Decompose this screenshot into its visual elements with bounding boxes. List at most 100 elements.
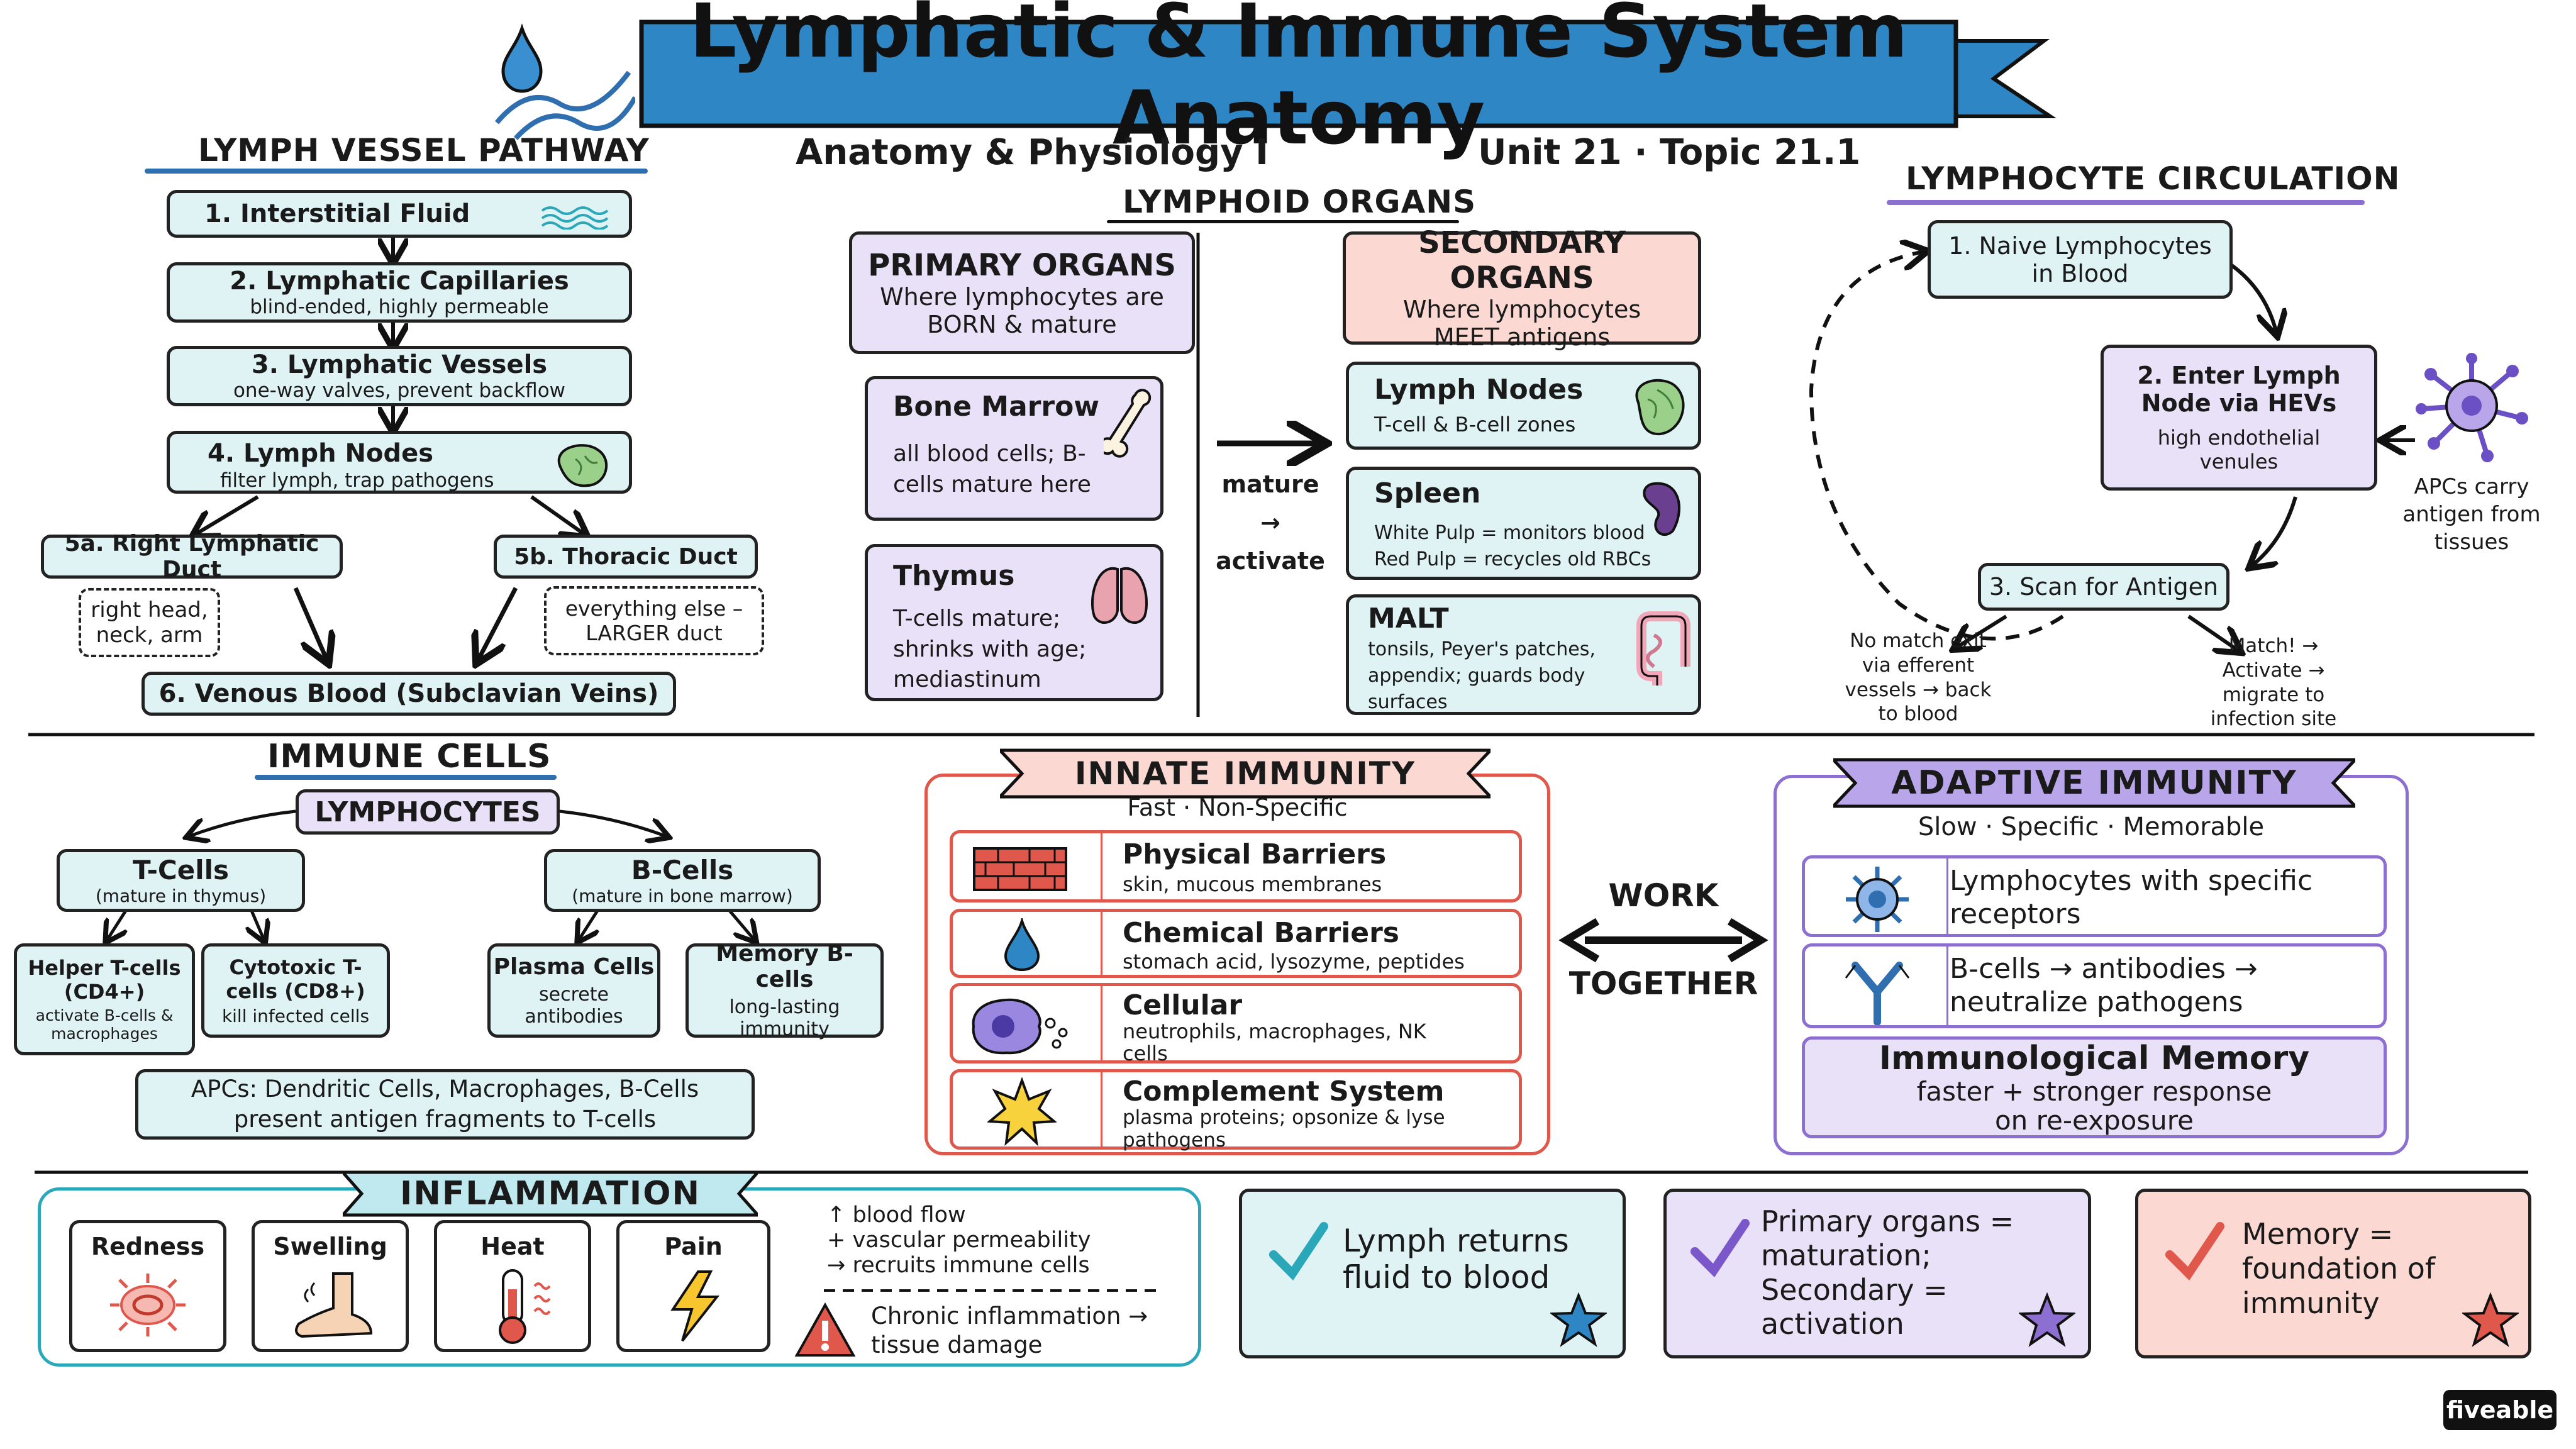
circulation-step-1: 1. Naive Lymphocytes in Blood [1928, 220, 2233, 299]
secondary-organs-desc: Where lymphocytes MEET antigens [1402, 296, 1641, 351]
primary-organs-title: PRIMARY ORGANS [868, 247, 1176, 283]
heat-label: Heat [480, 1233, 545, 1260]
apcs-box: APCs: Dendritic Cells, Macrophages, B-Ce… [135, 1069, 755, 1140]
no-match-note: No match exit via efferent vessels → bac… [1845, 630, 1992, 726]
brick-wall-icon [973, 847, 1067, 891]
physical-title: Physical Barriers [1123, 838, 1387, 870]
plasma-title: Plasma Cells [493, 953, 655, 980]
cytotoxic-tcells-node: Cytotoxic T-cells (CD8+) kill infected c… [201, 943, 390, 1038]
memory-desc: faster + stronger response on re-exposur… [1916, 1075, 2272, 1136]
venous-blood: 6. Venous Blood (Subclavian Veins) [142, 672, 676, 716]
pathway-step-4: 4. Lymph Nodes filter lymph, trap pathog… [167, 431, 632, 494]
pathway-step-1: 1. Interstitial Fluid [167, 190, 632, 238]
spleen-desc-red: Red Pulp = recycles old RBCs [1374, 548, 1652, 570]
lymphoid-heading: LYMPHOID ORGANS [1123, 184, 1477, 220]
star-icon [1550, 1292, 1607, 1349]
thymus-icon [1085, 560, 1154, 629]
step-1-title: 1. Interstitial Fluid [204, 199, 470, 228]
pain-label: Pain [664, 1233, 723, 1260]
work-label: WORK [1608, 877, 1719, 914]
adaptive-banner: ADAPTIVE IMMUNITY [1833, 755, 2355, 811]
right-duct-note: right head, neck, arm [79, 588, 220, 657]
swelling-label: Swelling [273, 1233, 387, 1260]
memory-title: Immunological Memory [1879, 1039, 2310, 1077]
step-2-title: 2. Enter Lymph Node via HEVs [2137, 362, 2341, 417]
step-3-title: 3. Lymphatic Vessels [251, 350, 548, 379]
helper-tcells-node: Helper T-cells (CD4+) activate B-cells &… [14, 943, 195, 1055]
fiveable-logo: fiveable [2443, 1390, 2557, 1430]
takeaway-text: Memory = foundation of immunity [2242, 1217, 2436, 1321]
droplet-icon [1003, 918, 1041, 972]
thoracic-duct-note: everything else – LARGER duct [544, 586, 764, 655]
helper-desc: activate B-cells & macrophages [35, 1006, 174, 1043]
step-2-title: 2. Lymphatic Capillaries [230, 267, 569, 296]
warning-icon [794, 1302, 857, 1358]
tcells-title: T-Cells [132, 855, 229, 886]
thymus-card: Thymus T-cells mature; shrinks with age;… [865, 544, 1163, 701]
swollen-foot-icon [289, 1270, 377, 1343]
memory-bcells-node: Memory B-cells long-lasting immunity [686, 941, 884, 1040]
cellular-desc: neutrophils, macrophages, NK cells [1123, 1019, 1426, 1066]
step-2-desc: blind-ended, highly permeable [250, 296, 549, 318]
lymph-node-icon [547, 440, 616, 491]
takeaway-text: Lymph returns fluid to blood [1343, 1223, 1569, 1296]
intestine-icon [1626, 607, 1695, 689]
step-4-desc: filter lymph, trap pathogens [220, 469, 494, 492]
takeaway-card-lymph: Lymph returns fluid to blood [1239, 1189, 1626, 1358]
memory-desc: long-lasting immunity [729, 996, 840, 1040]
bone-icon [1104, 389, 1154, 458]
lightning-icon [663, 1269, 726, 1344]
star-icon [2462, 1292, 2519, 1349]
circulation-step-3: 3. Scan for Antigen [1978, 563, 2229, 611]
thoracic-duct: 5b. Thoracic Duct [494, 535, 758, 579]
thymus-desc: T-cells mature; shrinks with age; medias… [893, 606, 1087, 693]
lymph-pathway-heading: LYMPH VESSEL PATHWAY [198, 132, 650, 169]
sign-pain: Pain [616, 1220, 770, 1352]
innate-tagline: Fast · Non-Specific [1127, 794, 1348, 821]
bone-marrow-title: Bone Marrow [893, 391, 1100, 423]
lymphocyte-receptor-icon [1836, 862, 1918, 937]
complement-title: Complement System [1123, 1075, 1445, 1108]
heading-underline [145, 169, 648, 174]
bcells-sub: (mature in bone marrow) [572, 886, 793, 906]
step-2-desc: high endothelial venules [2157, 426, 2321, 474]
malt-title: MALT [1368, 602, 1449, 635]
unit-label: Unit 21 · Topic 21.1 [1478, 132, 1861, 173]
takeaway-text: Primary organs = maturation; Secondary =… [1761, 1204, 2014, 1341]
inflammation-heading: INFLAMMATION [399, 1175, 701, 1213]
pathway-step-3: 3. Lymphatic Vessels one-way valves, pre… [167, 346, 632, 406]
memory-title: Memory B-cells [716, 941, 853, 992]
adaptive-item-receptors: Lymphocytes with specific receptors [1802, 855, 2387, 937]
inflammation-effect-1: ↑ blood flow [827, 1202, 966, 1228]
redness-icon [107, 1270, 189, 1340]
adaptive-item-antibodies: B-cells → antibodies → neutralize pathog… [1802, 943, 2387, 1028]
helper-title: Helper T-cells (CD4+) [28, 956, 181, 1004]
bcells-title: B-Cells [631, 855, 734, 886]
redness-label: Redness [91, 1233, 205, 1260]
malt-card: MALT tonsils, Peyer's patches, appendix;… [1346, 594, 1701, 715]
heading-underline [1107, 220, 1459, 223]
innate-item-chemical: Chemical Barriers stomach acid, lysozyme… [950, 909, 1522, 978]
waves-icon [541, 204, 610, 230]
cytotoxic-desc: kill infected cells [221, 1005, 370, 1026]
step-3-desc: one-way valves, prevent backflow [233, 379, 566, 402]
takeaway-card-memory: Memory = foundation of immunity [2135, 1189, 2531, 1358]
inflammation-effect-2: + vascular permeability [827, 1228, 1091, 1253]
bone-marrow-card: Bone Marrow all blood cells; B-cells mat… [865, 376, 1163, 521]
inflammation-banner: INFLAMMATION [343, 1169, 758, 1219]
spleen-desc-white: White Pulp = monitors blood [1374, 522, 1645, 544]
sign-swelling: Swelling [252, 1220, 409, 1352]
complement-desc: plasma proteins; opsonize & lyse pathoge… [1123, 1106, 1445, 1152]
innate-item-physical: Physical Barriers skin, mucous membranes [950, 830, 1522, 902]
immune-cells-heading: IMMUNE CELLS [267, 738, 552, 775]
inflammation-effect-3: → recruits immune cells [827, 1253, 1090, 1278]
receptors-text: Lymphocytes with specific receptors [1950, 865, 2313, 930]
right-lymphatic-duct: 5a. Right Lymphatic Duct [41, 531, 343, 582]
thymus-title: Thymus [893, 560, 1015, 592]
innate-heading: INNATE IMMUNITY [1074, 755, 1416, 792]
mature-activate-label: mature → activate [1216, 470, 1325, 575]
checkmark-icon [2163, 1220, 2226, 1283]
cytotoxic-title: Cytotoxic T-cells (CD8+) [226, 955, 365, 1003]
chemical-title: Chemical Barriers [1123, 917, 1399, 949]
together-label: TOGETHER [1568, 965, 1758, 1002]
